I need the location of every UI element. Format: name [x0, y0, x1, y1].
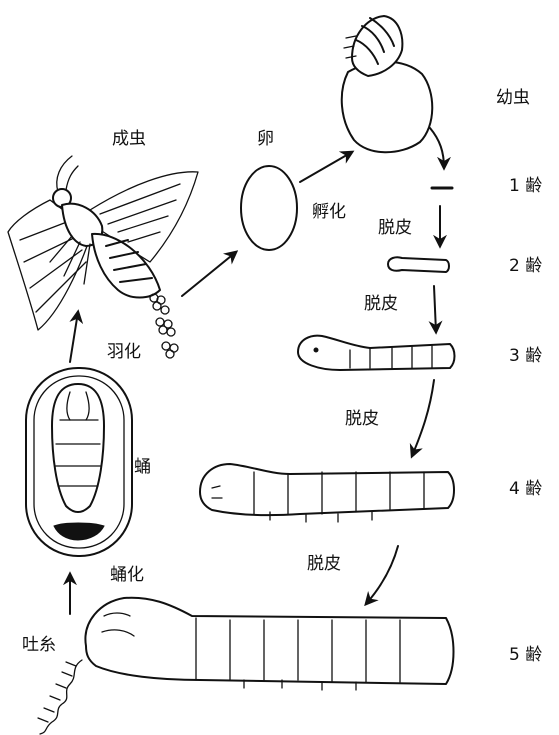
egg-illustration	[241, 166, 297, 250]
label-hatching: 孵化	[312, 204, 346, 221]
arrow-instar4-to-instar5	[366, 546, 398, 604]
label-molt-1: 脱皮	[378, 220, 412, 237]
label-larva: 幼虫	[496, 90, 530, 107]
arrow-adult-to-egg	[182, 252, 236, 296]
arrow-instar2-to-instar3	[434, 286, 436, 332]
hatching-egg-illustration	[342, 16, 433, 152]
arrow-pupa-to-adult	[70, 312, 78, 362]
label-instar-5: 5 齢	[509, 647, 542, 664]
label-instar-4: 4 齢	[509, 481, 542, 498]
label-molt-3: 脱皮	[345, 411, 379, 428]
label-egg: 卵	[257, 131, 274, 148]
label-pupation: 蛹化	[110, 567, 144, 584]
larva-instar-5-illustration	[38, 598, 454, 734]
label-pupa: 蛹	[134, 459, 151, 476]
label-eclosion: 羽化	[107, 344, 141, 361]
adult-moth-illustration	[8, 156, 198, 358]
silk-thread-icon	[40, 660, 82, 734]
arrow-hatching-to-instar1	[430, 128, 444, 168]
larva-instar-2-illustration	[388, 257, 449, 272]
label-instar-3: 3 齢	[509, 348, 542, 365]
label-instar-2: 2 齢	[509, 258, 542, 275]
label-adult: 成虫	[112, 131, 146, 148]
larva-instar-4-illustration	[200, 464, 454, 522]
label-instar-1: 1 齢	[509, 178, 542, 195]
arrow-instar3-to-instar4	[412, 380, 434, 456]
label-spinning: 吐糸	[22, 637, 56, 654]
larva-instar-3-illustration	[298, 336, 455, 370]
pupa-in-cocoon-illustration	[26, 368, 132, 556]
egg-cluster	[150, 294, 178, 358]
label-molt-2: 脱皮	[364, 296, 398, 313]
label-molt-4: 脱皮	[307, 556, 341, 573]
arrow-egg-to-hatching	[300, 152, 352, 182]
